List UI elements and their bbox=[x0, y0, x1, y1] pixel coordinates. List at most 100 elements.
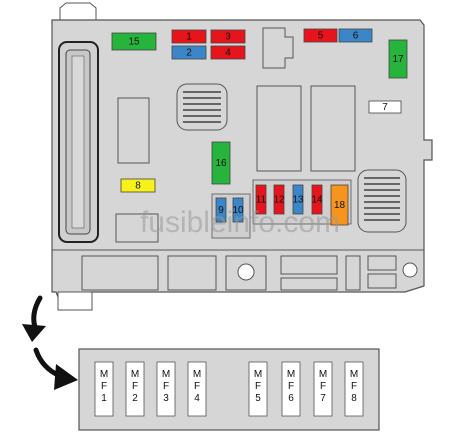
maxi-fuse-label-num: 5 bbox=[255, 393, 261, 404]
vent-grille-right bbox=[357, 169, 407, 233]
bottom-connector-4b bbox=[280, 277, 338, 291]
fuse-label: 3 bbox=[225, 32, 231, 43]
maxi-fuse-label-top: M bbox=[162, 369, 170, 380]
vent-grille-top bbox=[176, 83, 228, 131]
maxi-fuse-label-top: M bbox=[100, 369, 108, 380]
relay-center-2 bbox=[310, 85, 356, 172]
fuse-body bbox=[171, 29, 207, 44]
fuse-body bbox=[311, 184, 323, 215]
maxi-fuse-label-num: 7 bbox=[320, 393, 326, 404]
maxi-fuse-8[interactable]: MF8 bbox=[344, 361, 364, 417]
block-left-low bbox=[115, 213, 159, 243]
maxi-fuse-2[interactable]: MF2 bbox=[125, 361, 145, 417]
maxi-fuse-7[interactable]: MF7 bbox=[313, 361, 333, 417]
mounting-hole-center bbox=[237, 263, 255, 281]
fuse-6[interactable]: 6 bbox=[338, 28, 373, 43]
maxi-fuse-5[interactable]: MF5 bbox=[248, 361, 268, 417]
fuse-label: 2 bbox=[186, 48, 192, 59]
maxi-fuse-body bbox=[94, 361, 114, 417]
maxi-fuse-label-mid: F bbox=[288, 381, 294, 392]
fuses: 1 2 3 4 5 6 7 8 9 10 11 12 13 14 15 16 1… bbox=[111, 28, 408, 226]
maxi-fuse-body bbox=[187, 361, 207, 417]
fuse-3[interactable]: 3 bbox=[210, 29, 246, 44]
fuse-body bbox=[388, 39, 408, 79]
maxi-fuse-label-top: M bbox=[287, 369, 295, 380]
arrow-down-head-icon bbox=[22, 324, 46, 342]
bottom-connector-6a bbox=[367, 255, 397, 271]
bottom-connector-2 bbox=[167, 255, 217, 291]
fuse-16[interactable]: 16 bbox=[211, 141, 231, 185]
fuse-5[interactable]: 5 bbox=[303, 28, 338, 43]
fuse-2[interactable]: 2 bbox=[171, 45, 207, 60]
fuse-14[interactable]: 14 bbox=[311, 184, 323, 215]
fuse-10[interactable]: 10 bbox=[232, 197, 244, 223]
bottom-connector-5 bbox=[345, 255, 361, 291]
fuse-label: 18 bbox=[334, 200, 346, 211]
bottom-connector-4a bbox=[280, 255, 338, 275]
maxi-fuse-body bbox=[313, 361, 333, 417]
fuse-body bbox=[210, 45, 246, 60]
fuse-15[interactable]: 15 bbox=[111, 32, 157, 51]
maxi-fuse-body bbox=[344, 361, 364, 417]
maxi-fuse-box-body bbox=[78, 348, 380, 431]
maxi-fuse-6[interactable]: MF6 bbox=[281, 361, 301, 417]
fuse-7[interactable]: 7 bbox=[368, 100, 402, 114]
maxi-fuse-label-top: M bbox=[131, 369, 139, 380]
fuse-body bbox=[273, 184, 285, 215]
arrow-right-head-icon bbox=[54, 364, 78, 390]
main-fuse-box bbox=[51, 2, 433, 311]
maxi-fuse-4[interactable]: MF4 bbox=[187, 361, 207, 417]
maxi-fuse-label-num: 3 bbox=[163, 393, 169, 404]
fuse-label: 13 bbox=[292, 195, 304, 206]
fuse-body bbox=[215, 197, 227, 223]
fuse-body bbox=[171, 45, 207, 60]
fuse-11[interactable]: 11 bbox=[255, 184, 267, 215]
maxi-fuse-label-num: 4 bbox=[194, 393, 200, 404]
maxi-fuse-label-mid: F bbox=[194, 381, 200, 392]
maxi-fuse-body bbox=[281, 361, 301, 417]
maxi-fuse-1[interactable]: MF1 bbox=[94, 361, 114, 417]
relay-center-1 bbox=[256, 85, 302, 172]
maxi-fuse-box: MF1 MF2 MF3 MF4 MF5 MF6 MF7 MF8 bbox=[78, 348, 380, 431]
fuse-label: 9 bbox=[218, 205, 224, 216]
maxi-fuse-3[interactable]: MF3 bbox=[156, 361, 176, 417]
fuse-body bbox=[330, 184, 349, 226]
fuse-8[interactable]: 8 bbox=[120, 178, 156, 193]
fuse-label: 11 bbox=[256, 195, 267, 206]
relay-left bbox=[117, 97, 150, 164]
fuse-body bbox=[368, 100, 402, 114]
arrow-indicators bbox=[22, 295, 78, 390]
fuse-body bbox=[292, 184, 304, 215]
maxi-fuse-body bbox=[156, 361, 176, 417]
bottom-connector-1 bbox=[81, 255, 159, 291]
maxi-fuse-body bbox=[248, 361, 268, 417]
fuse-label: 16 bbox=[215, 158, 227, 169]
maxi-fuse-label-mid: F bbox=[351, 381, 357, 392]
fuse-17[interactable]: 17 bbox=[388, 39, 408, 79]
maxi-fuse-label-mid: F bbox=[163, 381, 169, 392]
maxi-fuse-label-top: M bbox=[254, 369, 262, 380]
fuse-label: 5 bbox=[318, 31, 324, 42]
fuse-1[interactable]: 1 bbox=[171, 29, 207, 44]
bottom-tab bbox=[57, 291, 93, 311]
fuse-label: 8 bbox=[135, 181, 141, 192]
fuse-18[interactable]: 18 bbox=[330, 184, 349, 226]
fuse-body bbox=[232, 197, 244, 223]
fuse-4[interactable]: 4 bbox=[210, 45, 246, 60]
fuse-13[interactable]: 13 bbox=[292, 184, 304, 215]
fuse-body bbox=[210, 29, 246, 44]
fuse-body bbox=[120, 178, 156, 193]
fuse-12[interactable]: 12 bbox=[273, 184, 285, 215]
fuse-9[interactable]: 9 bbox=[215, 197, 227, 223]
fuse-label: 4 bbox=[225, 48, 231, 59]
maxi-fuse-label-num: 2 bbox=[132, 393, 138, 404]
top-tab bbox=[59, 2, 97, 21]
watermark-text: fusibleinfo.com bbox=[140, 206, 340, 239]
fuse-body bbox=[338, 28, 373, 43]
fuse-body bbox=[111, 32, 157, 51]
fuse-body bbox=[303, 28, 338, 43]
maxi-fuse-label-top: M bbox=[193, 369, 201, 380]
mounting-hole-right bbox=[402, 262, 418, 278]
maxi-fuse-label-num: 6 bbox=[288, 393, 294, 404]
